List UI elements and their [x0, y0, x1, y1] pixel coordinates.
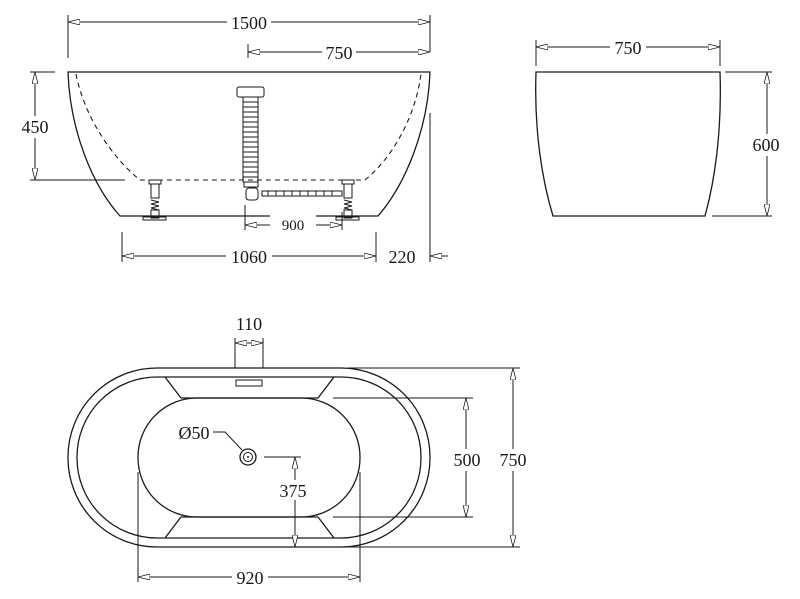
dim-end-height: 600 — [753, 135, 780, 155]
dim-overflow-width: 110 — [236, 314, 262, 334]
dim-half-length: 750 — [326, 43, 353, 63]
dim-basin-width: 500 — [454, 450, 481, 470]
basin-transition-lines — [164, 376, 335, 539]
dim-leg-spacing: 900 — [282, 218, 305, 234]
leg-left — [142, 179, 167, 221]
inner-basin-hidden-line — [75, 73, 422, 181]
drain-center — [247, 456, 249, 458]
tub-rim-inner — [76, 376, 422, 539]
side-view: 1500 750 450 900 1060 220 — [18, 12, 448, 267]
drain-assembly — [236, 86, 343, 201]
dim-depth: 450 — [22, 117, 49, 137]
tub-end-outline — [535, 71, 721, 217]
dim-overall-length: 1500 — [231, 13, 267, 33]
drain-inner — [243, 452, 253, 462]
dim-base-offset: 220 — [389, 247, 416, 267]
basin-outline — [137, 397, 361, 518]
dim-basin-length: 920 — [237, 568, 264, 588]
dim-drain-diameter: Ø50 — [179, 423, 210, 443]
dim-overall-width: 750 — [500, 450, 527, 470]
drain-outer — [239, 448, 257, 466]
leg-right — [335, 179, 360, 221]
tub-rim-outer — [67, 367, 431, 548]
dim-base-length: 1060 — [231, 247, 267, 267]
tub-side-outline — [67, 71, 431, 217]
drain-leader-line — [213, 431, 243, 451]
overflow — [235, 379, 263, 387]
end-view: 750 600 — [535, 37, 786, 217]
top-view: 110 Ø50 375 500 750 920 — [67, 314, 530, 588]
dim-end-width: 750 — [615, 38, 642, 58]
dim-drain-offset: 375 — [280, 481, 307, 501]
